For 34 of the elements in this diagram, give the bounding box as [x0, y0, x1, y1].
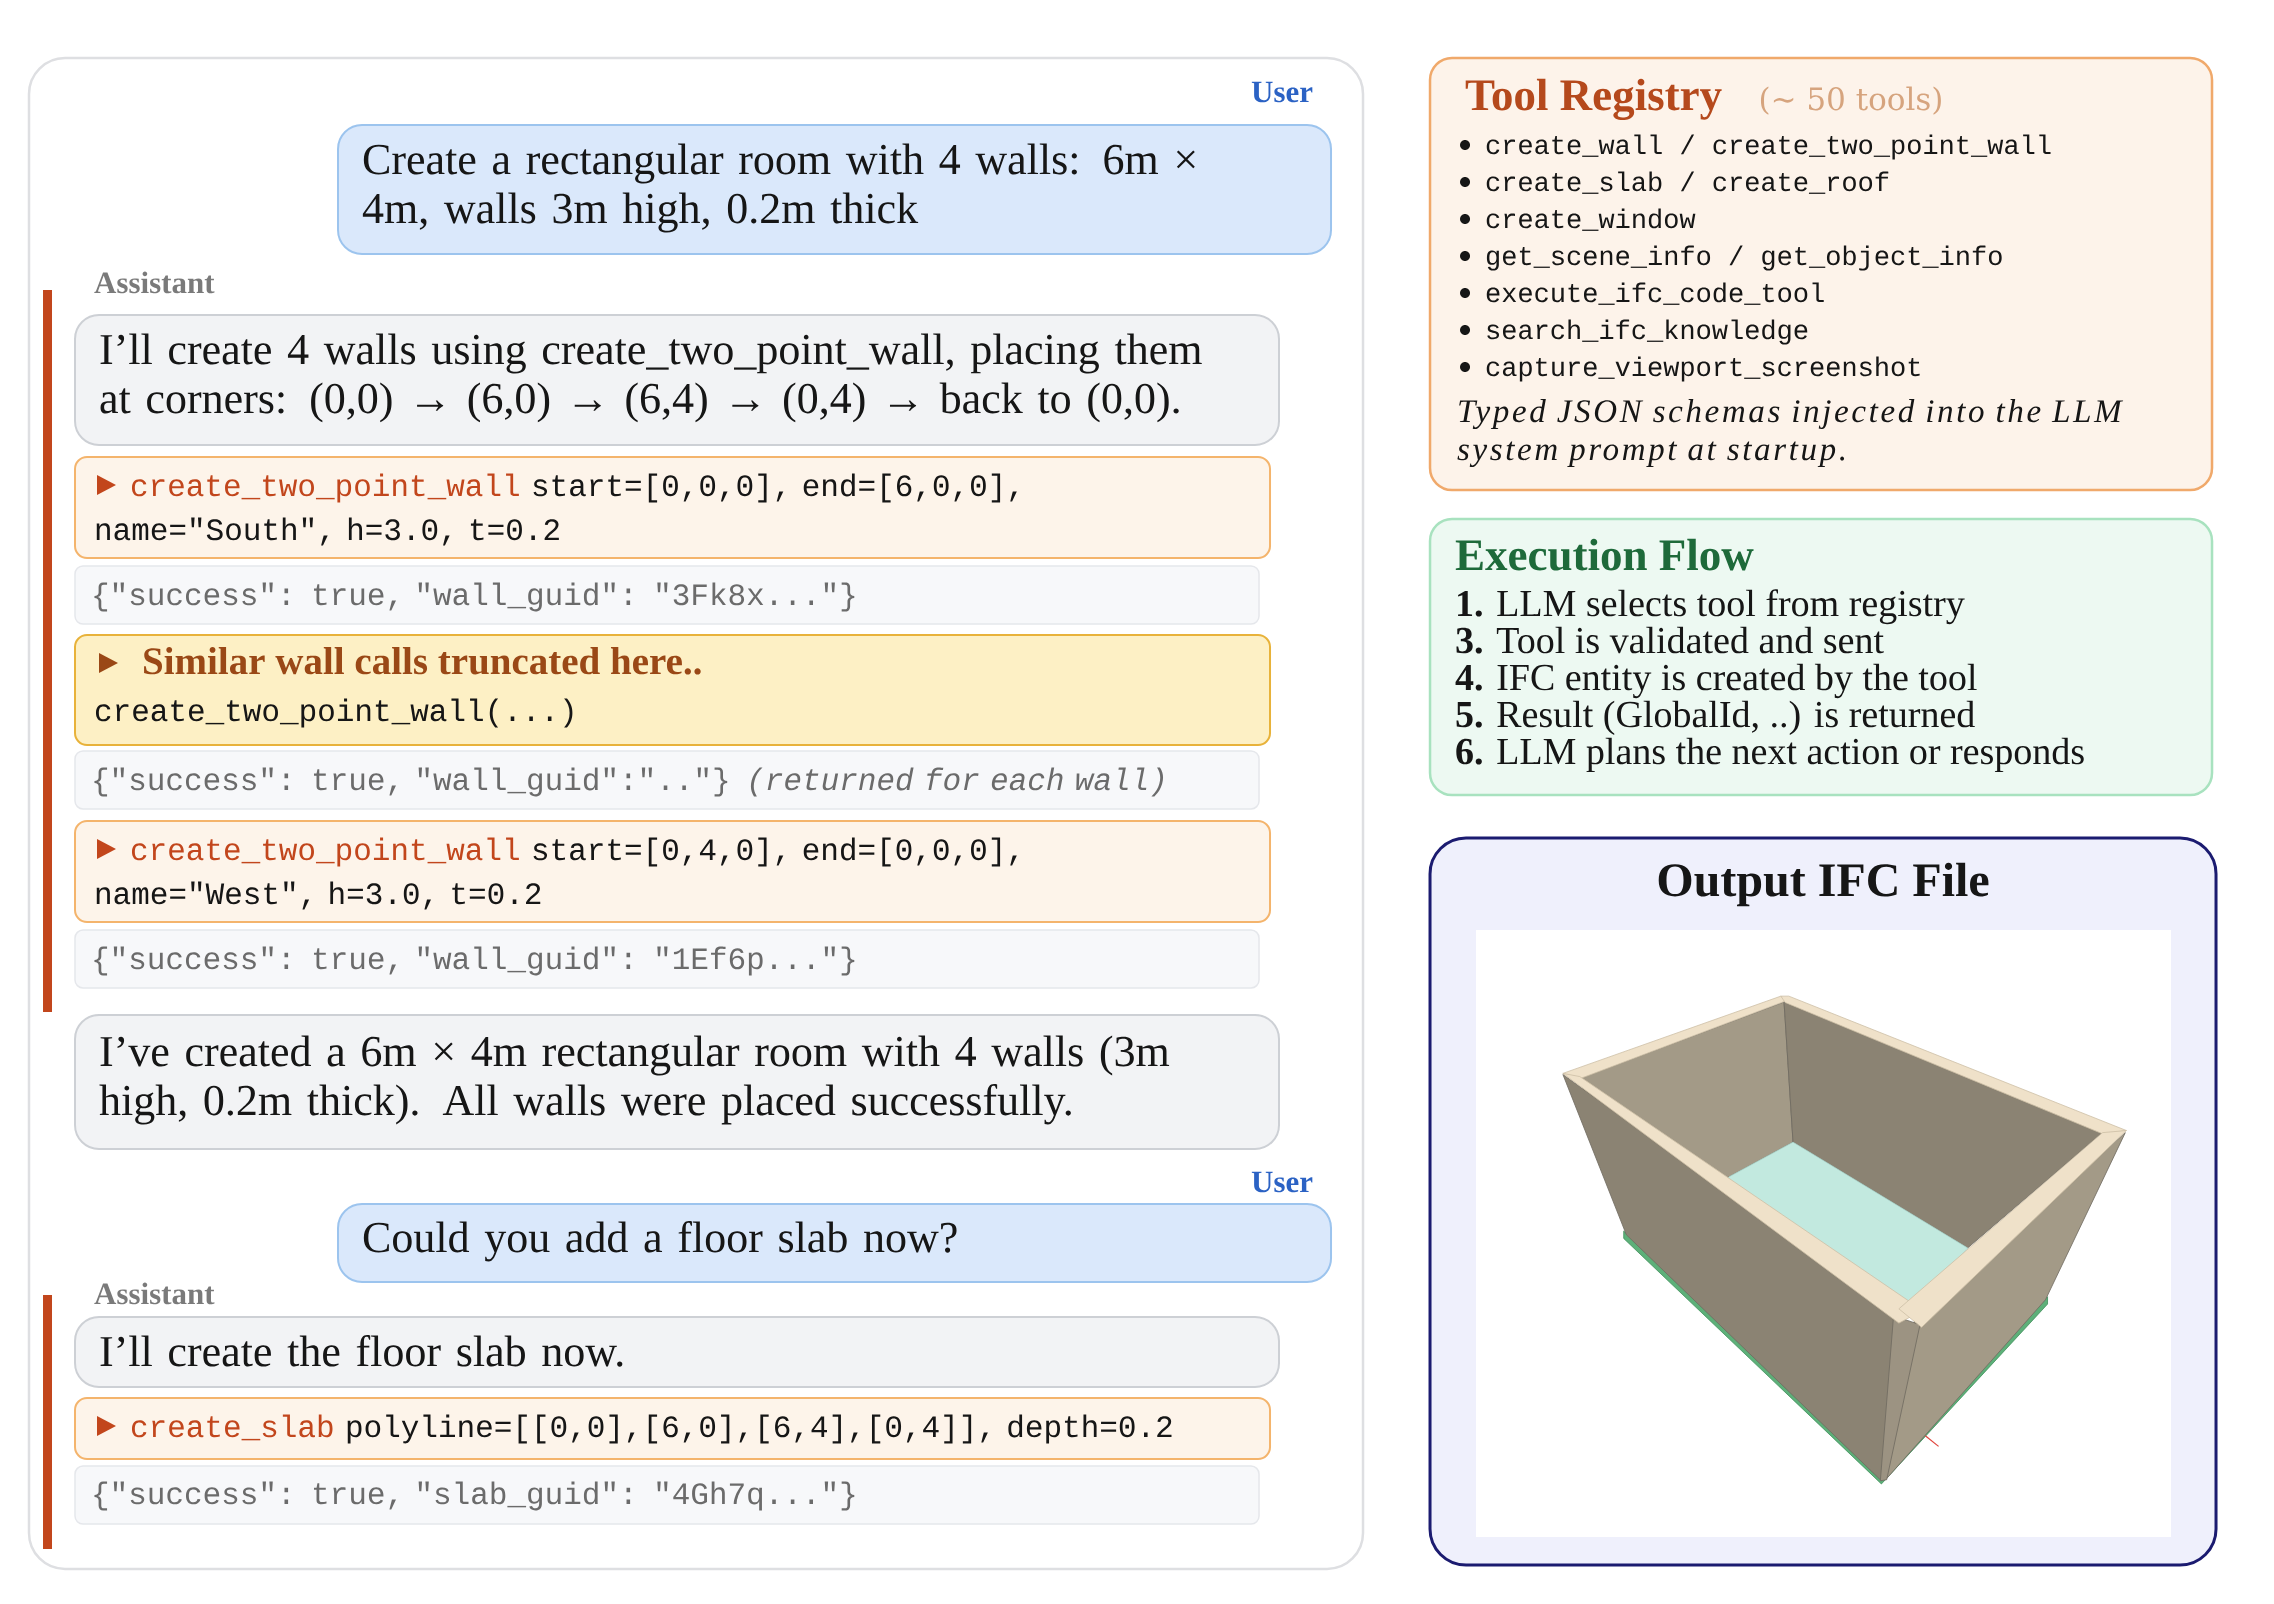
panel-title: Execution Flow [1455, 538, 1754, 571]
message-bubble: I’ll create the floor slab now. [74, 1316, 1280, 1388]
list-item: create_wall / create_two_point_wall [1486, 134, 2051, 160]
list-item: 4. IFC entity is created by the tool [1455, 663, 1977, 699]
result-box: {"success": true, "wall_guid":".."} (returned for each wall) [74, 750, 1260, 810]
message-bubble: Could you add a floor slab now? [337, 1203, 1332, 1283]
tool-call-box: create_two_point_wall start=[0,4,0], end=[0,0,0], name="West", h=3.0, t=0.2 [74, 820, 1271, 923]
tool-call-box: create_two_point_wall start=[0,0,0], end=[6,0,0], name="South", h=3.0, t=0.2 [74, 456, 1271, 559]
list-item: 3. Tool is validated and sent [1456, 626, 1884, 654]
result-box: {"success": true, "wall_guid": "1Ef6p..."} [74, 929, 1260, 989]
list-item: 5. Result (GlobalId, ..) is returned [1456, 700, 1975, 736]
count-label: (∼ 50 tools) [1760, 86, 1941, 115]
list-item: capture_viewport_screenshot [1486, 356, 1920, 382]
list-item: 6. LLM plans the next action or responds [1456, 737, 2084, 773]
role-label: Assistant [94, 271, 215, 294]
list-item: create_slab / create_roof [1486, 171, 1889, 194]
result-box: {"success": true, "wall_guid": "3Fk8x..."} [74, 565, 1260, 625]
list-item: get_scene_info / get_object_info [1486, 245, 2002, 271]
role-label: Assistant [94, 1282, 215, 1305]
message-bubble: Create a rectangular room with 4 walls: 6m × 4m, walls 3m high, 0.2m thick [337, 124, 1332, 255]
list-item: create_window [1486, 208, 1696, 231]
panel-title: Output IFC File [1658, 862, 1989, 907]
notice-box: Similar wall calls truncated here.. create_two_point_wall(...) [74, 634, 1271, 746]
result-box: {"success": true, "slab_guid": "4Gh7q..."} [74, 1465, 1260, 1525]
list-item: 1. LLM selects tool from registry [1458, 589, 1965, 625]
message-bubble: I’ve created a 6m × 4m rectangular room with 4 walls (3m high, 0.2m thick). All walls were placed successfully. [74, 1014, 1280, 1150]
note-text: Typed JSON schemas injected into the LLM system prompt at startup. [1457, 399, 2124, 468]
list-item: execute_ifc_code_tool [1486, 282, 1824, 305]
role-label: User [1251, 81, 1313, 103]
message-bubble: I’ll create 4 walls using create_two_point_wall, placing them at corners: (0,0) → (6,0) → (6,4) → (0,4) → back to (0,0). [74, 314, 1280, 446]
tool-call-box: create_slab polyline=[[0,0],[6,0],[6,4],[0,4]], depth=0.2 [74, 1397, 1271, 1460]
list-item: search_ifc_knowledge [1487, 319, 1808, 345]
role-label: User [1251, 1171, 1313, 1193]
panel-title: Tool Registry [1465, 78, 1722, 120]
